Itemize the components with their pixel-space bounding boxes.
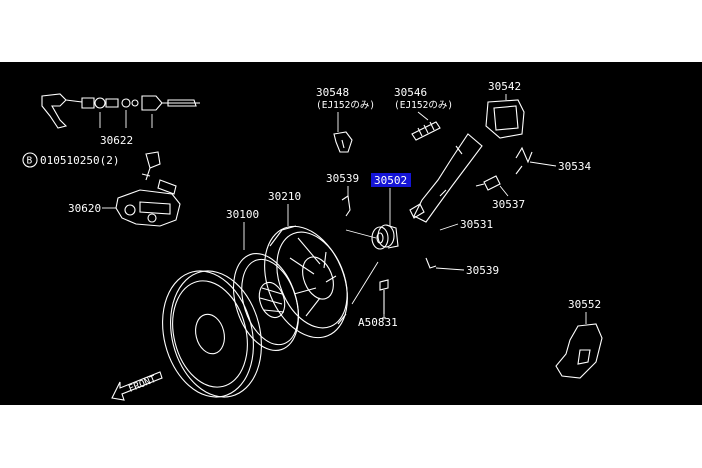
leader-30546 [417,111,429,121]
leader-30537 [499,185,509,197]
label-30502[interactable]: 30502 [374,174,407,187]
leader-30531 [439,223,459,231]
label-30552[interactable]: 30552 [568,298,601,311]
label-bolt-code[interactable]: 010510250(2) [40,154,119,167]
label-30537[interactable]: 30537 [492,198,525,211]
label-30542[interactable]: 30542 [488,80,521,93]
label-30622[interactable]: 30622 [100,134,133,147]
hose-assembly-30622[interactable] [41,93,200,129]
pressure-plate-30210[interactable] [249,214,363,350]
clutch-disc-30100[interactable] [222,245,310,359]
bolt-marker-letter: B [27,156,33,167]
front-label: FRONT [127,374,158,395]
clip-30548[interactable] [333,131,353,153]
bracket-30552[interactable] [555,323,603,379]
clip-30539-bottom[interactable] [425,257,437,269]
pivot-30546[interactable] [411,121,441,141]
clip-30539-top[interactable] [341,195,351,217]
flywheel[interactable] [150,261,274,405]
bleeder-bolt[interactable] [141,151,161,181]
operating-cylinder-30620[interactable] [102,179,181,227]
label-30534[interactable]: 30534 [558,160,591,173]
leader-30539-bottom [435,267,465,271]
label-30539-bottom[interactable]: 30539 [466,264,499,277]
bolt-marker-circle [22,152,38,168]
label-A50831[interactable]: A50831 [358,316,398,329]
highlight-30502 [371,173,411,187]
label-30539-top[interactable]: 30539 [326,172,359,185]
leader-30534 [529,161,557,167]
note-30546: (EJ152のみ) [394,100,453,111]
label-30531[interactable]: 30531 [460,218,493,231]
clutch-exploded-view: 30622 B 010510250(2) 30620 30548 (EJ152の… [22,80,603,405]
axis-lines [345,229,379,305]
fork-tip [409,203,425,219]
label-30620[interactable]: 30620 [68,202,101,215]
parts-diagram: 30622 B 010510250(2) 30620 30548 (EJ152の… [0,62,702,405]
label-30548[interactable]: 30548 [316,86,349,99]
spring-30534[interactable] [515,146,533,175]
note-30548: (EJ152のみ) [316,100,375,111]
boot-30542[interactable] [485,99,525,139]
release-fork-30531[interactable] [413,133,483,223]
release-bearing-30502[interactable] [371,224,399,250]
ball-stud-30537[interactable] [475,175,501,191]
label-30210[interactable]: 30210 [268,190,301,203]
front-arrow: FRONT [111,371,163,401]
label-30100[interactable]: 30100 [226,208,259,221]
label-30546[interactable]: 30546 [394,86,427,99]
bolt-A50831[interactable] [379,279,389,319]
